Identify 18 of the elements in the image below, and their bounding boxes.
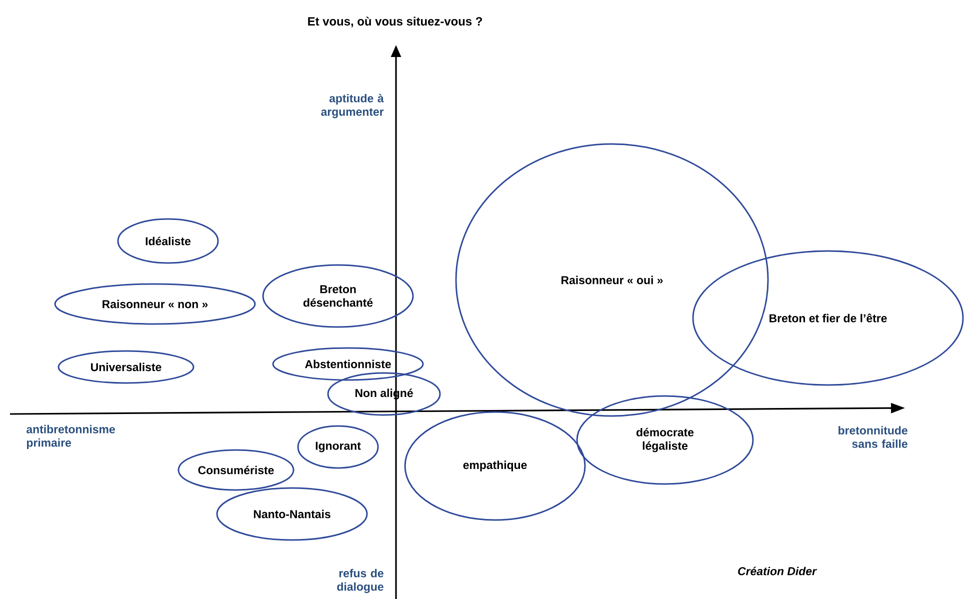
ellipse-node: Ignorant [297, 425, 379, 469]
ellipse-node: Abstentionniste [272, 347, 424, 381]
credit-text: Création Dider [738, 566, 817, 576]
ellipse-node: Breton désenchanté [262, 264, 414, 328]
ellipse-node: Consumériste [178, 449, 294, 491]
ellipse-node: Idéaliste [117, 218, 219, 264]
ellipse-node: Nanto-Nantais [216, 487, 368, 541]
ellipse-node: empathique [404, 411, 586, 521]
axis-label: bretonnitude sans faille [838, 426, 908, 448]
axis-label: refus de dialogue [337, 568, 384, 594]
ellipse-node: Raisonneur « oui » [455, 143, 769, 417]
ellipse-node: Universaliste [58, 350, 194, 384]
axis-label: aptitude à argumenter [321, 94, 384, 118]
ellipse-node: Breton et fier de l’être [692, 250, 964, 386]
ellipse-node: Raisonneur « non » [54, 283, 256, 325]
ellipse-node: démocrate légaliste [576, 395, 754, 485]
axis-label: antibretonnisme primaire [26, 424, 115, 450]
title: Et vous, où vous situez-vous ? [308, 16, 482, 28]
